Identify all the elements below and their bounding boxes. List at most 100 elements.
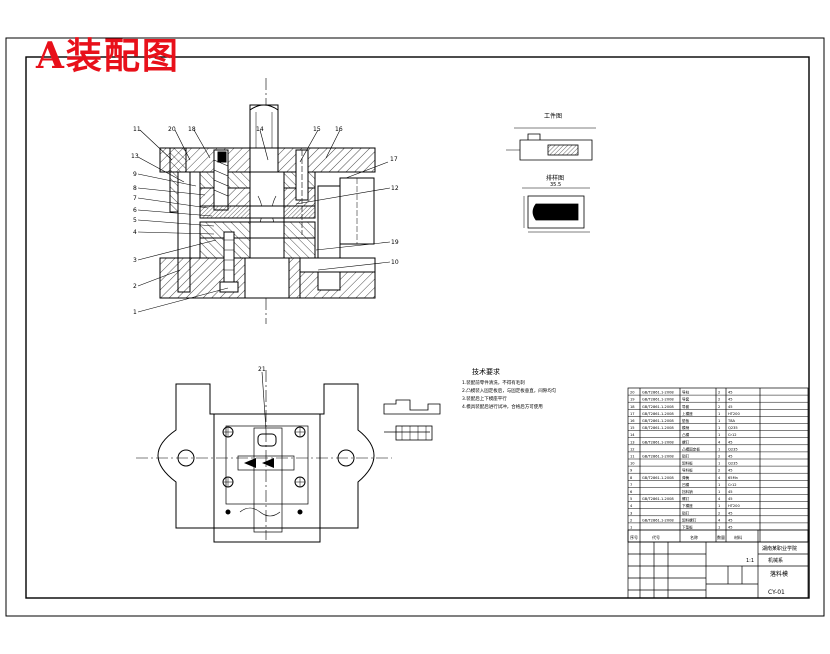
bom-cell: Cr12 (728, 483, 737, 487)
bom-cell: 18 (630, 405, 635, 409)
bom-cell: 螺钉 (682, 439, 690, 444)
layout-view (522, 187, 590, 233)
bom-cell: 45 (728, 526, 733, 530)
part-label: 10 (391, 259, 399, 266)
bom-cell: 模柄 (682, 425, 690, 430)
bom-cell: 导料板 (682, 468, 693, 473)
part-label: 7 (133, 195, 137, 202)
bom-cell: 45 (728, 511, 733, 515)
outer-border (5, 37, 825, 617)
part-label: 21 (258, 366, 266, 373)
bom-cell: 螺钉 (682, 496, 690, 501)
title-block-scale: 1:1 (746, 558, 754, 564)
bom-cell: 销钉 (682, 510, 690, 515)
bom-cell: 45 (728, 440, 733, 444)
bom-cell: 45 (728, 497, 733, 501)
bom-cell: 导柱 (682, 390, 690, 395)
inner-border (25, 56, 810, 599)
bom-cell: 1 (718, 526, 720, 530)
bom-cell: 45 (728, 469, 733, 473)
bom-cell: 1 (718, 412, 720, 416)
bom-cell: 挡料销 (682, 489, 693, 494)
bom-cell: 1 (718, 419, 720, 423)
bom-cell: 2 (718, 405, 720, 409)
part-label: 11 (133, 126, 141, 133)
bom-cell: 4 (718, 440, 721, 444)
layout-view-title: 排样图 (546, 174, 564, 182)
bom-cell: GB/T2861.1-2008 (642, 497, 674, 501)
part-label: 1 (133, 309, 137, 316)
bom-cell: 1 (718, 447, 720, 451)
bom-cell: 2 (718, 511, 720, 515)
title-block-drawing-no: CY-01 (768, 589, 785, 596)
part-label: 19 (391, 239, 399, 246)
bom-cell: 45 (728, 490, 733, 494)
bom-cell: GB/T2861.1-2008 (642, 476, 674, 480)
bom-cell: 8 (630, 476, 633, 480)
part-label: 8 (133, 185, 137, 192)
bom-cell: Q235 (728, 462, 738, 466)
bom-cell: 凹模 (682, 482, 690, 487)
bom-cell: 4 (718, 497, 721, 501)
bom-cell: 45 (728, 391, 733, 395)
bom-cell: 1 (718, 504, 720, 508)
title-block-dept: 机械系 (768, 557, 783, 564)
bom-cell: 销钉 (682, 454, 690, 459)
bom-cell: 45 (728, 398, 733, 402)
bom-cell: 下模座 (682, 503, 693, 508)
bom-cell: 7 (630, 483, 632, 487)
tech-requirement: 1.装配前零件清洗，不得有毛刺 (462, 379, 525, 386)
bom-table (627, 387, 809, 543)
bom-cell: 45 (728, 518, 733, 522)
bom-cell: 1 (718, 462, 720, 466)
bom-cell: HT200 (728, 504, 740, 508)
part-label: 17 (390, 156, 398, 163)
bom-cell: GB/T2861.1-2008 (642, 426, 674, 430)
plan-view (136, 370, 392, 543)
bom-cell: 1 (630, 526, 632, 530)
drawing-title: A装配图 (36, 35, 180, 77)
bom-cell: 45 (728, 455, 733, 459)
bom-cell: GB/T2861.1-2008 (642, 419, 674, 423)
part-label: 14 (256, 126, 264, 133)
bom-cell: 弹簧 (682, 475, 690, 480)
bom-cell: 凸模 (682, 432, 690, 437)
tech-requirements-title: 技术要求 (472, 367, 500, 376)
bom-cell: Q235 (728, 426, 738, 430)
bom-cell: 1 (718, 490, 720, 494)
bom-cell: 凸模固定板 (682, 446, 700, 451)
bom-cell: 45 (728, 405, 733, 409)
part-label: 9 (133, 171, 137, 178)
bom-cell: 11 (630, 455, 635, 459)
bom-cell: 2 (630, 518, 632, 522)
workpiece-view (506, 127, 596, 161)
bom-cell: 2 (718, 455, 720, 459)
tech-requirement: 3.装配后上下模座平行 (462, 395, 507, 402)
part-label: 16 (335, 126, 343, 133)
bom-cell: 20 (630, 391, 635, 395)
bom-cell: 卸料螺钉 (682, 517, 697, 522)
bom-cell: HT200 (728, 412, 740, 416)
bom-cell: T8A (727, 419, 735, 423)
part-label: 18 (188, 126, 196, 133)
bom-header-cell: 名称 (690, 534, 698, 540)
bom-cell: 垫板 (682, 418, 690, 423)
bom-cell: 14 (630, 433, 635, 437)
bom-cell: 2 (718, 391, 720, 395)
front-section-view (159, 78, 376, 324)
layout-dimension: 35.5 (550, 182, 561, 188)
bom-cell: GB/T2861.1-2008 (642, 440, 674, 444)
bom-cell: 19 (630, 398, 635, 402)
workpiece-view-title: 工件图 (544, 112, 562, 120)
part-label: 2 (133, 283, 137, 290)
tech-requirement: 2.凸模装入固定板后，与固定板垂直，间隙均匀 (462, 387, 557, 394)
bom-header-cell: 代号 (652, 534, 660, 540)
bom-cell: GB/T2861.1-2008 (642, 398, 674, 402)
part-label: 5 (133, 217, 137, 224)
bom-cell: 13 (630, 440, 635, 444)
bom-cell: 上模座 (682, 411, 693, 416)
bom-cell: 导套 (682, 397, 690, 402)
